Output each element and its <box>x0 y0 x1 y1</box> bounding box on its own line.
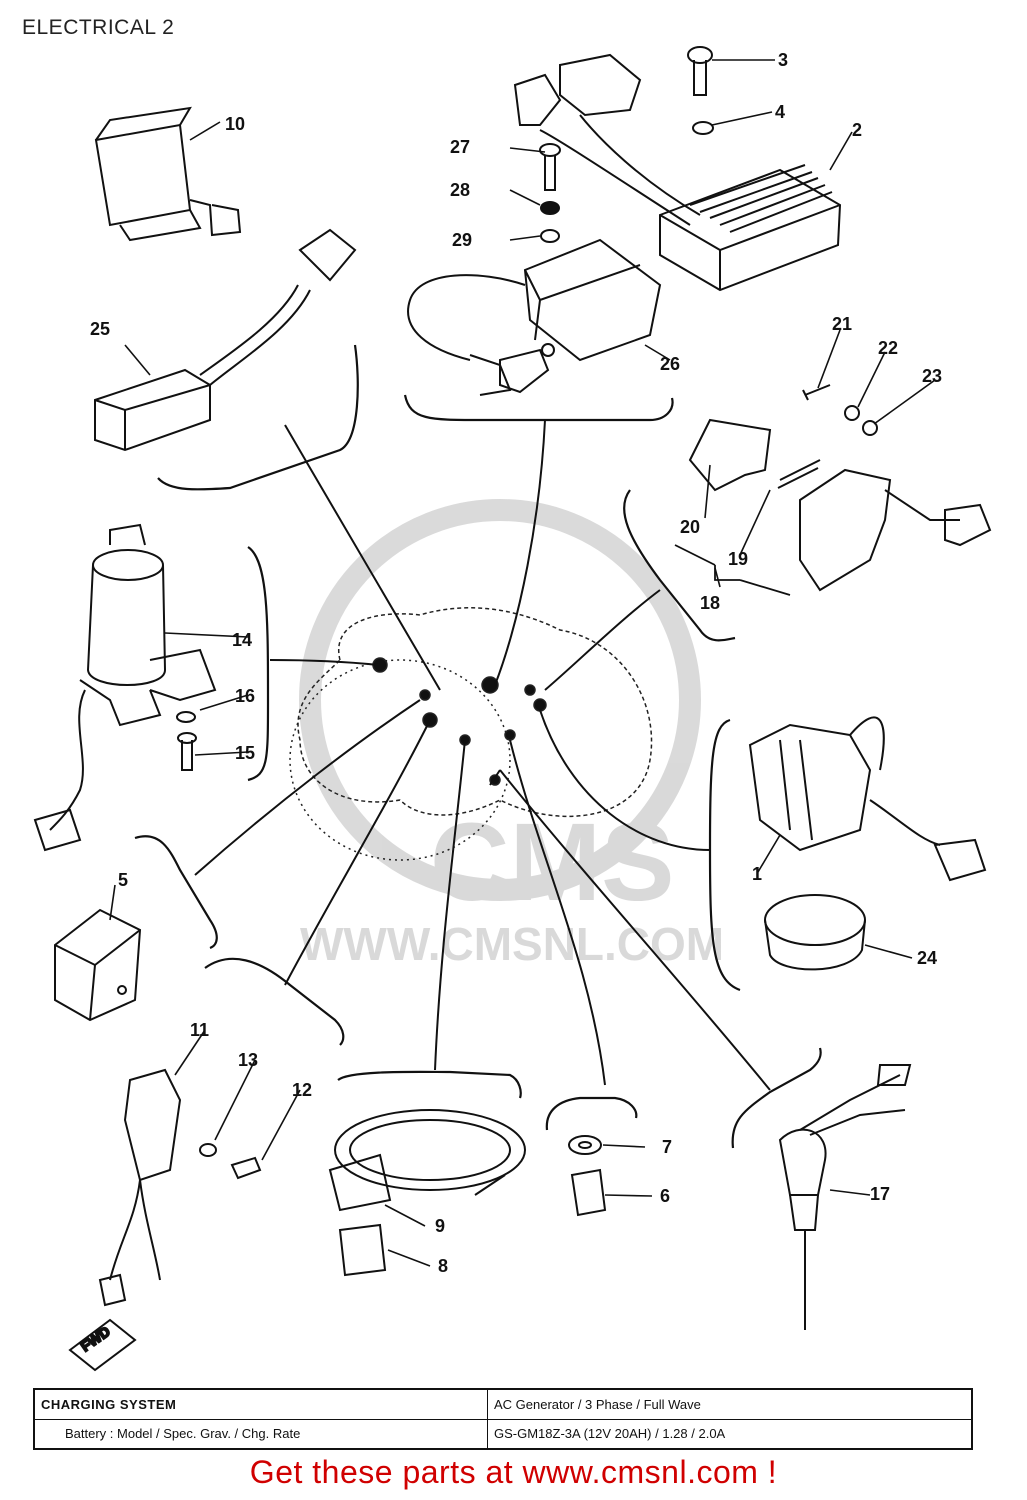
callout-13: 13 <box>238 1050 258 1070</box>
callout-22: 22 <box>878 338 898 358</box>
callout-arrows <box>109 59 936 1267</box>
callout-17: 17 <box>870 1184 890 1204</box>
callout-9: 9 <box>435 1216 445 1236</box>
spec-value: AC Generator / 3 Phase / Full Wave <box>487 1388 973 1420</box>
cms-watermark-logo: CMS WWW.CMSNL.COM <box>299 499 724 970</box>
parts-14-15-16-main-switch <box>33 523 217 852</box>
parts-18-23-bracket-assembly <box>688 384 992 592</box>
watermark-logo: CMS <box>430 801 674 924</box>
watermark-url: WWW.CMSNL.COM <box>300 918 724 970</box>
callout-11: 11 <box>190 1020 209 1040</box>
fwd-label: FWD <box>78 1323 113 1354</box>
cta-link[interactable]: Get these parts at www.cmsnl.com ! <box>249 1454 778 1490</box>
part-2-regulator <box>513 53 842 292</box>
callout-4: 4 <box>775 102 785 122</box>
callout-24: 24 <box>917 948 937 968</box>
frame-outline <box>289 607 653 861</box>
specification-table: CHARGING SYSTEM AC Generator / 3 Phase /… <box>33 1388 973 1450</box>
callout-2: 2 <box>852 120 862 140</box>
callout-15: 15 <box>235 743 255 763</box>
spec-label: CHARGING SYSTEM <box>33 1388 488 1420</box>
callout-numbers: 3 4 2 27 28 29 10 25 26 21 22 23 20 19 1… <box>90 50 942 1276</box>
callout-21: 21 <box>832 314 852 334</box>
callout-1: 1 <box>752 864 762 884</box>
callout-8: 8 <box>438 1256 448 1276</box>
callout-19: 19 <box>728 549 748 569</box>
parts-1-24-starter-relay <box>748 716 987 971</box>
callout-20: 20 <box>680 517 700 537</box>
spec-value: GS-GM18Z-3A (12V 20AH) / 1.28 / 2.0A <box>487 1418 973 1450</box>
callout-12: 12 <box>292 1080 312 1100</box>
callout-29: 29 <box>452 230 472 250</box>
callout-6: 6 <box>660 1186 670 1206</box>
page-title: ELECTRICAL 2 <box>22 16 175 39</box>
exploded-parts-diagram: CMS WWW.CMSNL.COM <box>33 46 992 1372</box>
parts-6-7-switch-washer <box>568 1135 607 1217</box>
callout-14: 14 <box>232 630 252 650</box>
callout-23: 23 <box>922 366 942 386</box>
part-17-neutral-switch <box>778 1064 912 1330</box>
callout-10: 10 <box>225 114 245 134</box>
callout-3: 3 <box>778 50 788 70</box>
callout-7: 7 <box>662 1137 672 1157</box>
callout-26: 26 <box>660 354 680 374</box>
callout-5: 5 <box>118 870 128 890</box>
parts-11-12-13-sensor: FWD <box>68 1068 262 1372</box>
part-5-flasher-relay <box>54 908 142 1022</box>
callout-25: 25 <box>90 319 110 339</box>
callout-28: 28 <box>450 180 470 200</box>
leader-lines <box>194 419 771 1091</box>
part-26-rectifier <box>407 238 662 396</box>
part-25-connector-unit <box>94 228 357 452</box>
callout-16: 16 <box>235 686 255 706</box>
callout-27: 27 <box>450 137 470 157</box>
spec-row-charging-system: CHARGING SYSTEM AC Generator / 3 Phase /… <box>33 1388 973 1420</box>
parts-3-4-27-28-29-fasteners <box>539 46 714 243</box>
spec-label: Battery : Model / Spec. Grav. / Chg. Rat… <box>33 1418 488 1450</box>
part-10-relay <box>94 106 242 242</box>
callout-18: 18 <box>700 593 720 613</box>
spec-row-battery: Battery : Model / Spec. Grav. / Chg. Rat… <box>33 1418 973 1450</box>
parts-8-9-pressure-switch <box>328 1109 526 1277</box>
